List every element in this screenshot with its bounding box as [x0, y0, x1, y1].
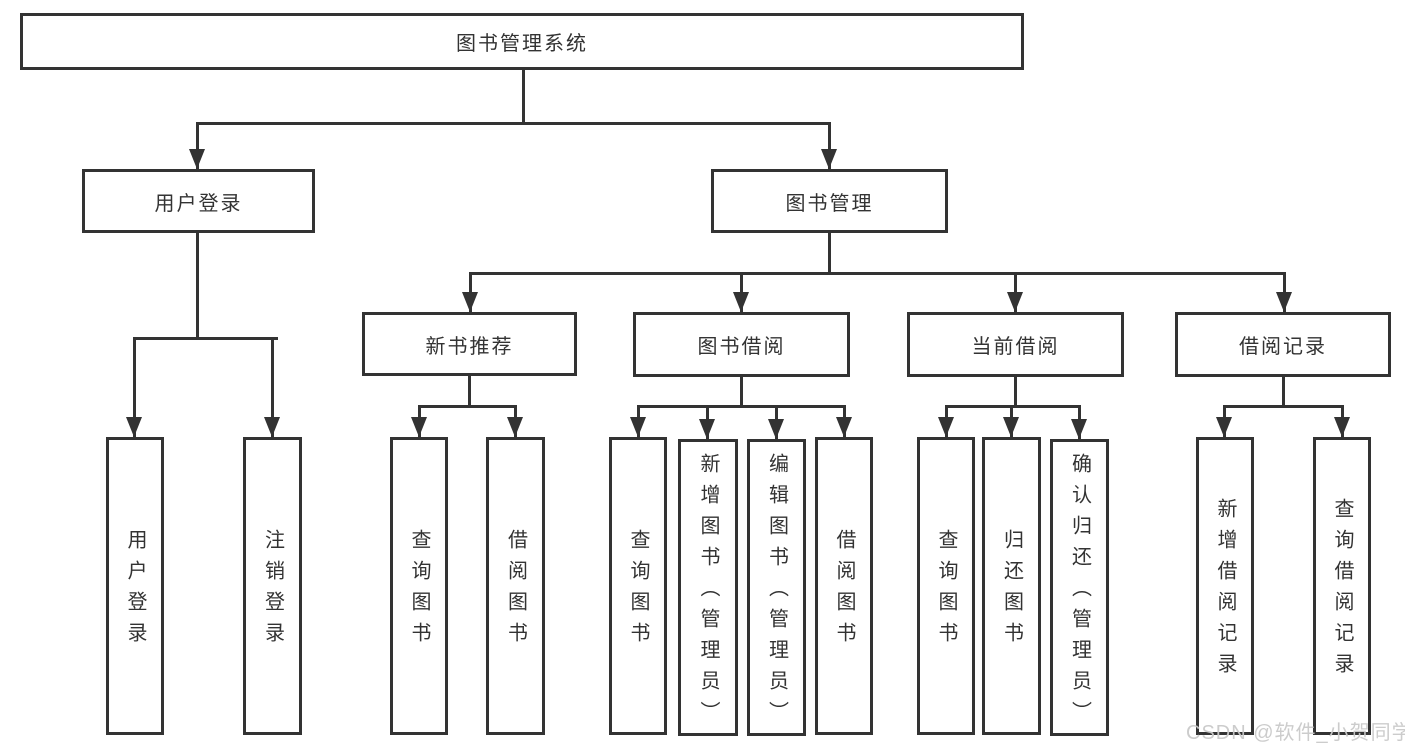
- connector-line: [469, 272, 1285, 275]
- arrowhead-down-icon: [1007, 292, 1023, 312]
- leaf-query-books-current: 查询图书: [917, 437, 975, 735]
- arrowhead-down-icon: [189, 149, 205, 169]
- arrowhead-down-icon: [821, 149, 837, 169]
- arrowhead-down-icon: [1071, 419, 1087, 439]
- connector-line: [1282, 377, 1285, 407]
- leaf-query-books-borrowing-label: 查询图书: [627, 529, 649, 653]
- connector-line: [196, 233, 199, 339]
- node-root-label: 图书管理系统: [456, 33, 588, 55]
- leaf-edit-books-admin: 编辑图书（管理员）: [747, 439, 806, 736]
- arrowhead-down-icon: [462, 292, 478, 312]
- arrowhead-down-icon: [1003, 417, 1019, 437]
- leaf-user-login: 用户登录: [106, 437, 164, 735]
- connector-line: [828, 122, 831, 169]
- arrowhead-down-icon: [938, 417, 954, 437]
- arrowhead-down-icon: [630, 417, 646, 437]
- arrowhead-down-icon: [1276, 292, 1292, 312]
- connector-line: [828, 233, 831, 274]
- node-new-book-recommendation-label: 新书推荐: [425, 335, 514, 358]
- arrowhead-down-icon: [126, 417, 142, 437]
- arrowhead-down-icon: [699, 419, 715, 439]
- connector-line: [637, 405, 845, 408]
- leaf-borrow-books-borrowing-label: 借阅图书: [833, 529, 855, 653]
- node-user-login: 用户登录: [82, 169, 315, 233]
- leaf-add-books-admin-label: 新增图书（管理员）: [697, 453, 719, 732]
- connector-line: [196, 122, 831, 125]
- connector-line: [418, 405, 516, 408]
- connector-line: [522, 69, 525, 124]
- node-borrowing-records: 借阅记录: [1175, 312, 1391, 377]
- leaf-add-borrow-record-label: 新增借阅记录: [1214, 498, 1236, 684]
- arrowhead-down-icon: [507, 417, 523, 437]
- node-root: 图书管理系统: [20, 13, 1024, 70]
- arrowhead-down-icon: [733, 292, 749, 312]
- leaf-edit-books-admin-label: 编辑图书（管理员）: [765, 453, 788, 732]
- leaf-borrow-books-recommend: 借阅图书: [486, 437, 545, 735]
- arrowhead-down-icon: [836, 417, 852, 437]
- arrowhead-down-icon: [264, 417, 280, 437]
- node-user-login-label: 用户登录: [154, 192, 243, 215]
- node-current-borrowing: 当前借阅: [907, 312, 1124, 377]
- connector-line: [468, 376, 471, 407]
- leaf-query-books-current-label: 查询图书: [935, 529, 957, 653]
- leaf-query-books-recommend-label: 查询图书: [408, 529, 430, 653]
- leaf-logout: 注销登录: [243, 437, 302, 735]
- node-current-borrowing-label: 当前借阅: [971, 336, 1060, 358]
- node-book-borrowing: 图书借阅: [633, 312, 850, 377]
- leaf-confirm-return-admin-label: 确认归还（管理员）: [1068, 453, 1091, 732]
- connector-line: [271, 337, 274, 437]
- leaf-user-login-label: 用户登录: [124, 529, 146, 653]
- leaf-query-borrow-record-label: 查询借阅记录: [1331, 498, 1353, 684]
- node-book-management-label: 图书管理: [785, 192, 874, 215]
- leaf-return-books-label: 归还图书: [1000, 529, 1023, 653]
- leaf-borrow-books-borrowing: 借阅图书: [815, 437, 873, 735]
- leaf-confirm-return-admin: 确认归还（管理员）: [1050, 439, 1109, 736]
- leaf-query-books-recommend: 查询图书: [390, 437, 448, 735]
- leaf-logout-label: 注销登录: [261, 529, 284, 653]
- arrowhead-down-icon: [1334, 417, 1350, 437]
- connector-line: [133, 337, 136, 437]
- connector-line: [133, 337, 278, 340]
- connector-line: [1014, 377, 1017, 407]
- leaf-return-books: 归还图书: [982, 437, 1041, 735]
- leaf-query-borrow-record: 查询借阅记录: [1313, 437, 1371, 735]
- arrowhead-down-icon: [1216, 417, 1232, 437]
- csdn-watermark: CSDN @软件_小贺同学: [1186, 722, 1405, 744]
- node-book-management: 图书管理: [711, 169, 948, 233]
- arrowhead-down-icon: [411, 417, 427, 437]
- node-new-book-recommendation: 新书推荐: [362, 312, 577, 376]
- connector-line: [1223, 405, 1343, 408]
- leaf-query-books-borrowing: 查询图书: [609, 437, 667, 735]
- leaf-add-borrow-record: 新增借阅记录: [1196, 437, 1254, 735]
- leaf-borrow-books-recommend-label: 借阅图书: [504, 529, 527, 653]
- node-borrowing-records-label: 借阅记录: [1239, 336, 1327, 358]
- leaf-add-books-admin: 新增图书（管理员）: [678, 439, 738, 736]
- connector-line: [196, 122, 199, 169]
- arrowhead-down-icon: [768, 419, 784, 439]
- connector-line: [740, 377, 743, 407]
- node-book-borrowing-label: 图书借阅: [697, 336, 786, 358]
